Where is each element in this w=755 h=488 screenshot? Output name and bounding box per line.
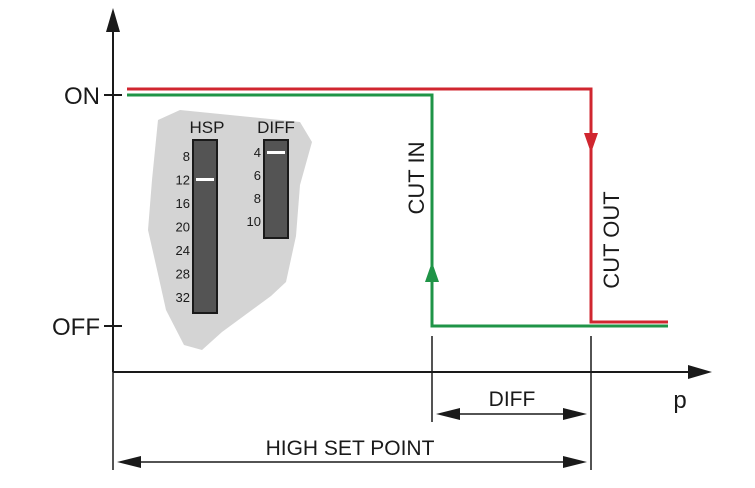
cut-out-arrow (584, 133, 598, 153)
diff-slider-handle[interactable] (267, 151, 285, 154)
diff-slider[interactable] (263, 139, 289, 239)
diff-scale-label: 6 (254, 168, 261, 183)
cut-out-label: CUT OUT (599, 191, 624, 288)
diff-dimension-label: DIFF (489, 388, 536, 411)
off-label: OFF (52, 314, 100, 341)
dial-panel: HSP DIFF 8 12 16 20 24 28 32 4 6 8 10 (148, 110, 312, 350)
y-axis-arrowhead (106, 8, 120, 32)
diff-scale-label: 4 (254, 145, 261, 160)
cut-in-line (127, 93, 668, 328)
hsp-slider[interactable] (192, 139, 218, 314)
hsp-arrow-right (563, 456, 587, 468)
x-axis-arrowhead (688, 365, 712, 379)
diff-title: DIFF (257, 118, 295, 137)
cut-in-arrow (425, 262, 439, 282)
diff-scale: 4 6 8 10 (247, 145, 261, 229)
cut-out-line (127, 87, 668, 324)
diff-scale-label: 10 (247, 214, 261, 229)
diff-arrow-left (436, 408, 460, 420)
diff-scale-label: 8 (254, 191, 261, 206)
hsp-scale-label: 28 (176, 267, 190, 282)
on-label: ON (64, 83, 100, 110)
hysteresis-curves (127, 87, 668, 328)
diff-arrow-right (563, 408, 587, 420)
axes: ON OFF p (52, 8, 712, 414)
dimension-lines: DIFF HIGH SET POINT (112, 336, 592, 470)
hsp-title: HSP (190, 118, 225, 137)
hsp-scale-label: 32 (176, 290, 190, 305)
hsp-arrow-left (117, 456, 141, 468)
high-set-point-label: HIGH SET POINT (266, 437, 435, 460)
hsp-scale-label: 20 (176, 220, 190, 235)
hsp-scale-label: 12 (176, 173, 190, 188)
hsp-scale-label: 16 (176, 196, 190, 211)
x-axis-label: p (673, 387, 686, 414)
hsp-scale-label: 24 (176, 243, 190, 258)
hsp-scale-label: 8 (183, 149, 190, 164)
hsp-scale: 8 12 16 20 24 28 32 (176, 149, 190, 305)
hsp-slider-handle[interactable] (196, 178, 214, 181)
cut-in-label: CUT IN (404, 142, 429, 215)
